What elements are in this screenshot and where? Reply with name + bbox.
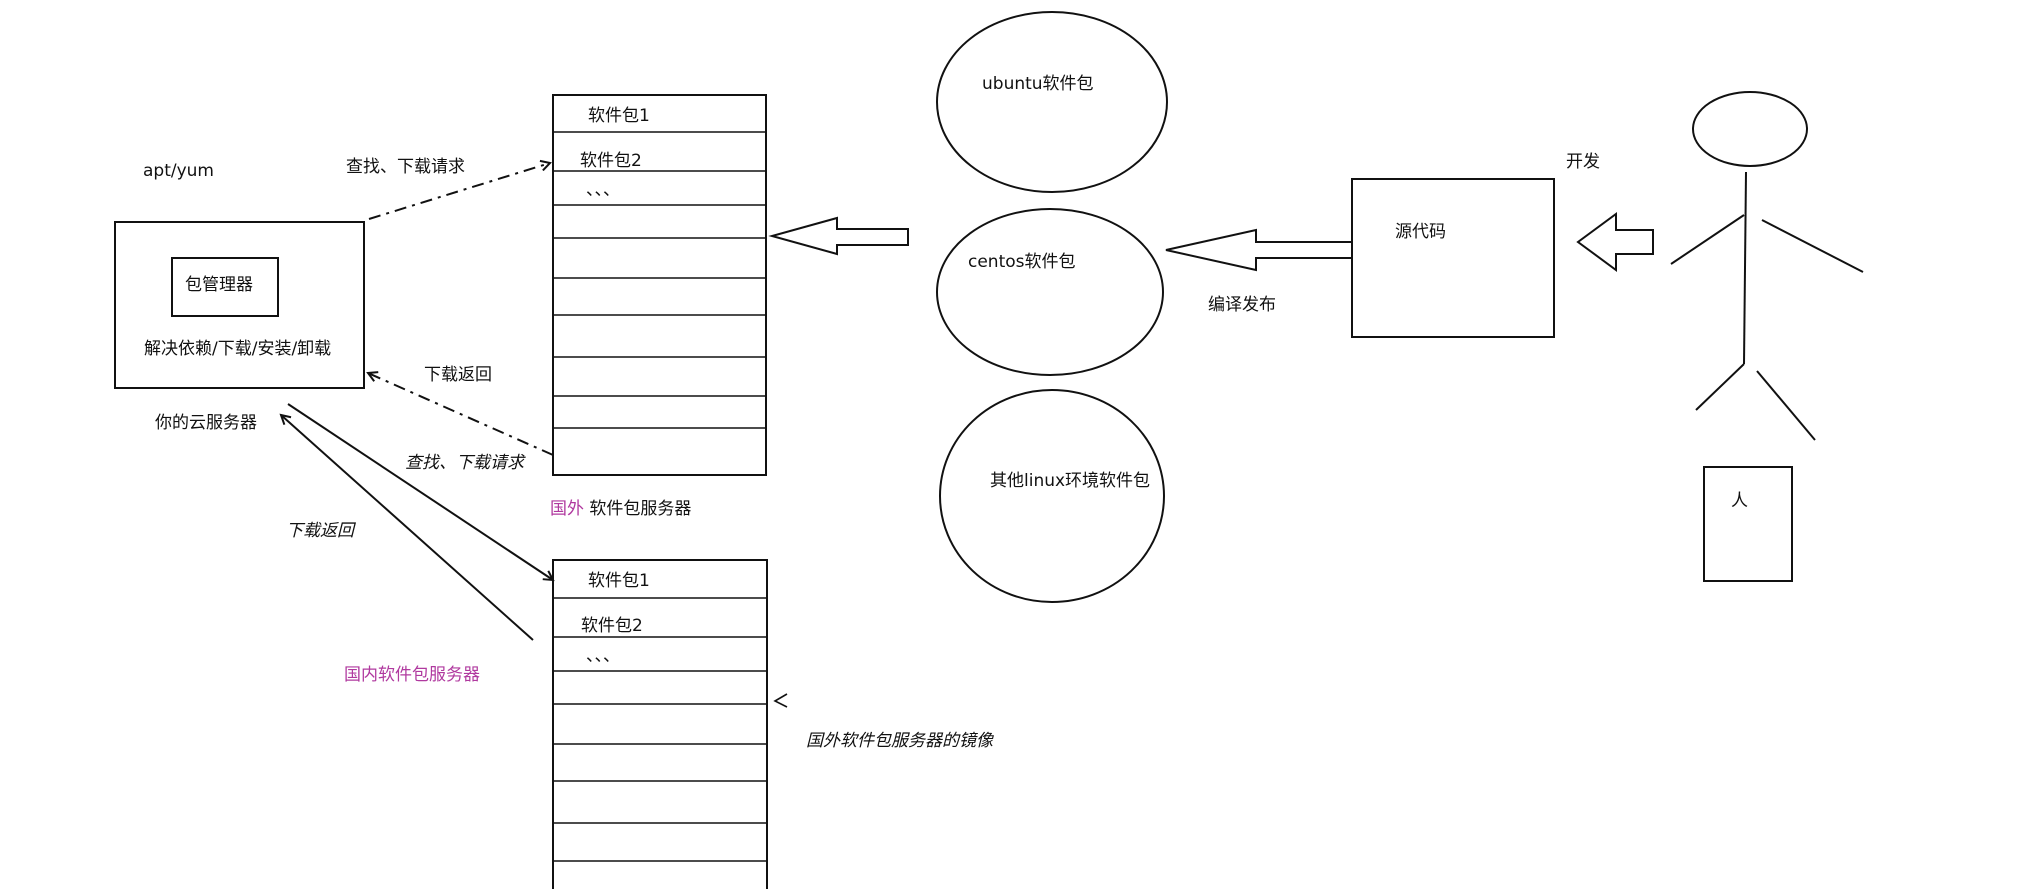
figure-body: [1743, 171, 1747, 365]
mirror-note: 国外软件包服务器的镜像: [806, 731, 994, 751]
domestic-package-1: 软件包1: [588, 571, 650, 591]
domestic-server-stack: 软件包1 软件包2 、、、: [552, 559, 768, 889]
foreign-stack-outline: [552, 94, 767, 476]
return-label-top: 下载返回: [424, 365, 492, 385]
client-box: [114, 221, 365, 389]
foreign-package-1: 软件包1: [588, 106, 650, 126]
centos-repo-label: centos软件包: [968, 252, 1076, 272]
source-code-box: [1351, 178, 1555, 338]
return-arrow-bottom: [281, 415, 534, 641]
centos-repo: [936, 208, 1164, 376]
figure-head: [1692, 91, 1808, 167]
figure-right-leg: [1756, 370, 1816, 441]
other-linux-repo: [939, 389, 1165, 603]
return-label-bottom: 下载返回: [286, 521, 357, 541]
request-label-top: 查找、下载请求: [346, 157, 465, 177]
foreign-server-label: 国外 软件包服务器: [550, 499, 691, 519]
ubuntu-repo-label: ubuntu软件包: [982, 74, 1094, 94]
package-manager-box: [171, 257, 279, 317]
publish-to-server-arrow: [768, 216, 909, 256]
figure-left-arm: [1670, 214, 1745, 265]
domestic-package-2: 软件包2: [581, 616, 643, 636]
domestic-package-more: 、、、: [586, 646, 620, 666]
request-label-mid: 查找、下载请求: [405, 453, 526, 473]
domestic-server-label: 国内软件包服务器: [344, 665, 480, 685]
package-manager-label: 包管理器: [185, 275, 253, 295]
foreign-package-more: 、、、: [586, 180, 620, 200]
develop-label: 开发: [1566, 152, 1600, 172]
client-function-label: 解决依赖/下载/安装/卸载: [144, 339, 331, 359]
return-arrow-top: [368, 373, 554, 456]
person-box: [1703, 466, 1793, 582]
foreign-package-2: 软件包2: [580, 151, 642, 171]
developer-figure: [1670, 91, 1864, 441]
person-label: 人: [1731, 491, 1748, 511]
mirror-pointer: [773, 693, 788, 708]
figure-right-arm: [1761, 219, 1864, 273]
compile-publish-label: 编译发布: [1208, 295, 1276, 315]
domestic-stack-outline: [552, 559, 768, 889]
other-linux-repo-label: 其他linux环境软件包: [990, 471, 1150, 491]
source-code-label: 源代码: [1395, 222, 1446, 242]
figure-left-leg: [1695, 363, 1745, 411]
compile-publish-arrow: [1165, 228, 1353, 272]
develop-arrow: [1576, 212, 1654, 272]
cloud-server-label: 你的云服务器: [155, 413, 257, 433]
request-arrow-top: [368, 163, 550, 220]
request-arrow-mid: [287, 403, 553, 580]
foreign-server-stack: 软件包1 软件包2 、、、: [552, 94, 767, 476]
ubuntu-repo: [936, 11, 1168, 193]
tool-label: apt/yum: [143, 161, 214, 181]
